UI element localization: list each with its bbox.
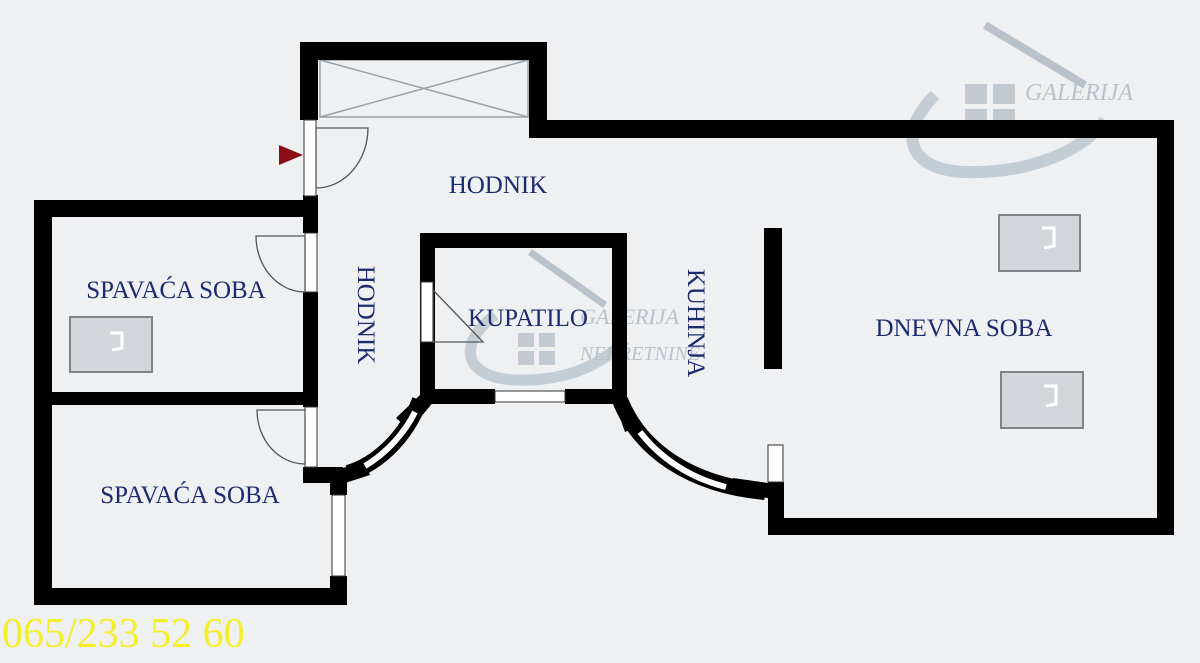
label-living-room: DNEVNA SOBA	[875, 315, 1052, 342]
label-hallway-top: HODNIK	[449, 172, 548, 199]
watermark-center-line2: NEKRETNINE	[579, 343, 700, 365]
label-bathroom: KUPATILO	[468, 305, 588, 332]
label-bedroom-2: SPAVAĆA SOBA	[100, 481, 280, 509]
entrance-arrow-icon	[279, 145, 303, 165]
door-swings	[255, 127, 485, 465]
bed-icons	[69, 214, 1084, 429]
label-hallway-vertical: HODNIK	[352, 266, 379, 365]
label-kitchen: KUHINJA	[682, 269, 709, 377]
openings	[303, 119, 784, 577]
watermark-line1: GALERIJA	[1025, 80, 1133, 106]
bed-icon-highlights	[110, 226, 1058, 408]
label-bedroom-1: SPAVAĆA SOBA	[86, 276, 266, 304]
watermark-center-line1: GALERIJA	[580, 304, 680, 329]
curved-windows	[345, 396, 766, 500]
contact-phone: 065/233 52 60	[2, 611, 245, 657]
